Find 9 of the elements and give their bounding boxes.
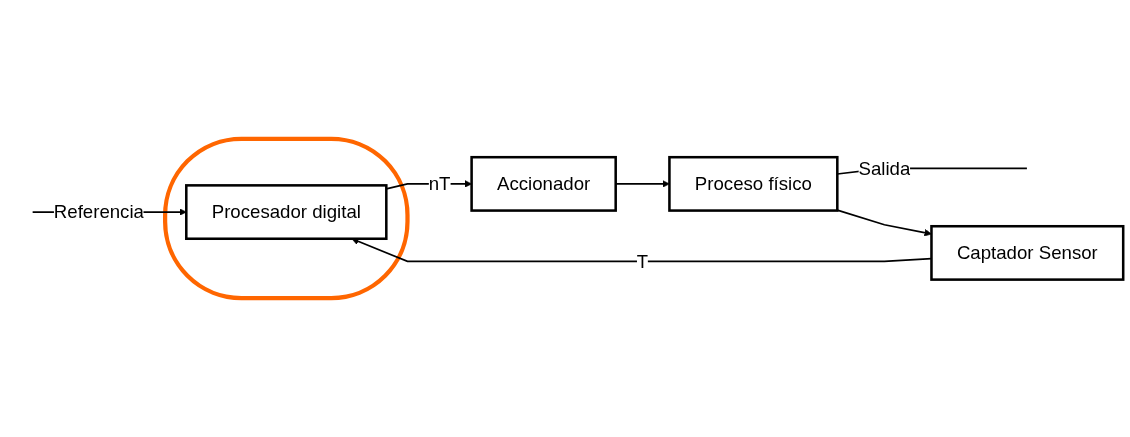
arrow	[836, 209, 932, 237]
edge-label: T	[636, 250, 649, 273]
edge-label: Referencia	[53, 201, 144, 223]
node-box: Procesador digital	[185, 184, 388, 241]
node-box: Accionador	[470, 156, 617, 212]
edge-label: Salida	[858, 157, 911, 180]
edge-label: nT	[428, 173, 451, 195]
node-box: Proceso físico	[668, 156, 839, 212]
node-box: Captador Sensor	[930, 225, 1125, 281]
